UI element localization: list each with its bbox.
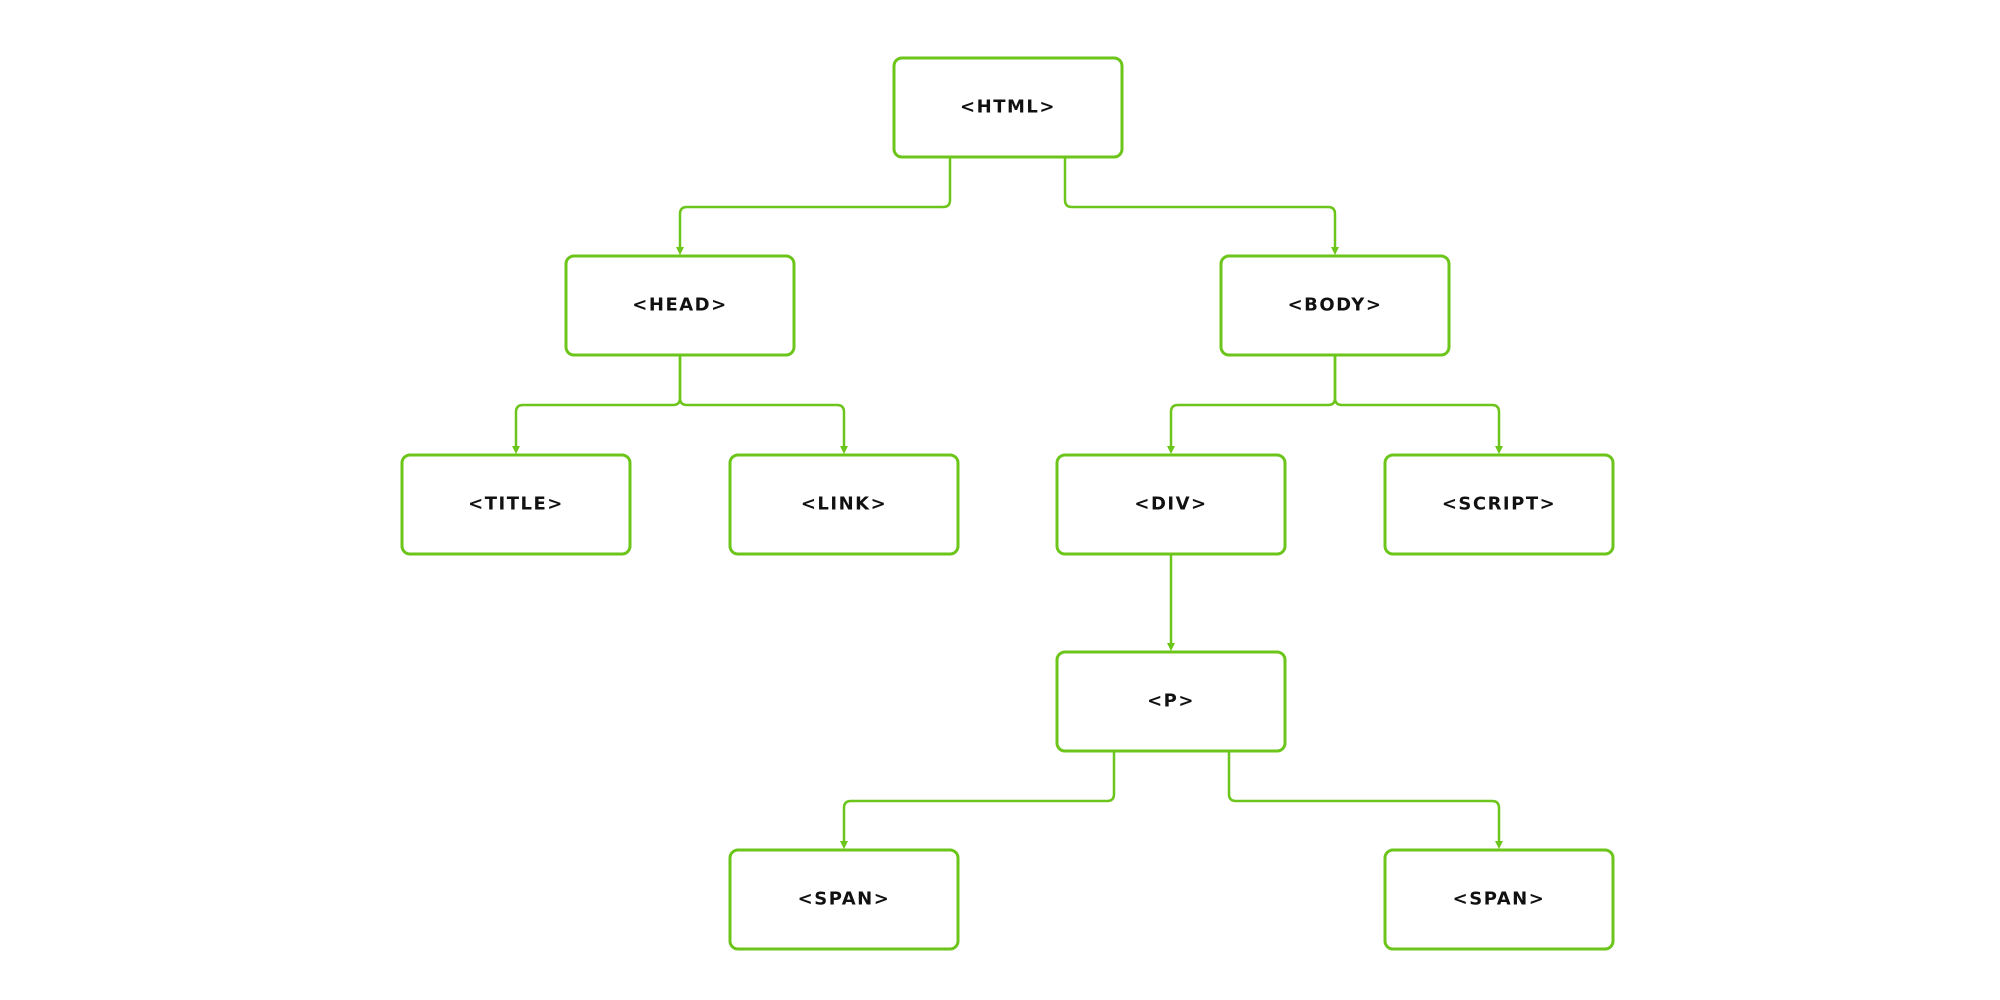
node-html-label: <HTML>: [960, 97, 1056, 118]
connector-p-span-left: [840, 749, 1116, 849]
connector-p-span-right: [1227, 749, 1503, 849]
connectors: [512, 155, 1503, 849]
connector-html-head: [676, 155, 952, 255]
node-p-label: <P>: [1147, 691, 1195, 712]
node-head-label: <HEAD>: [632, 295, 727, 316]
node-body-label: <BODY>: [1288, 295, 1383, 316]
node-div: <DIV>: [1055, 453, 1287, 556]
node-div-label: <DIV>: [1134, 494, 1207, 515]
connector-head-title: [512, 352, 682, 454]
connector-body-div: [1167, 352, 1337, 454]
node-html: <HTML>: [892, 56, 1124, 159]
node-body: <BODY>: [1219, 254, 1451, 357]
node-title-label: <TITLE>: [468, 494, 564, 515]
node-script: <SCRIPT>: [1383, 453, 1615, 556]
node-title: <TITLE>: [400, 453, 632, 556]
node-span-right: <SPAN>: [1383, 848, 1615, 951]
connector-html-body: [1063, 155, 1339, 255]
node-span-left-label: <SPAN>: [798, 889, 891, 910]
node-script-label: <SCRIPT>: [1442, 494, 1556, 515]
node-span-right-label: <SPAN>: [1453, 889, 1546, 910]
node-link: <LINK>: [728, 453, 960, 556]
node-link-label: <LINK>: [801, 494, 887, 515]
node-span-left: <SPAN>: [728, 848, 960, 951]
node-p: <P>: [1055, 650, 1287, 753]
node-head: <HEAD>: [564, 254, 796, 357]
connector-body-script: [1333, 352, 1503, 454]
connector-head-link: [678, 352, 848, 454]
